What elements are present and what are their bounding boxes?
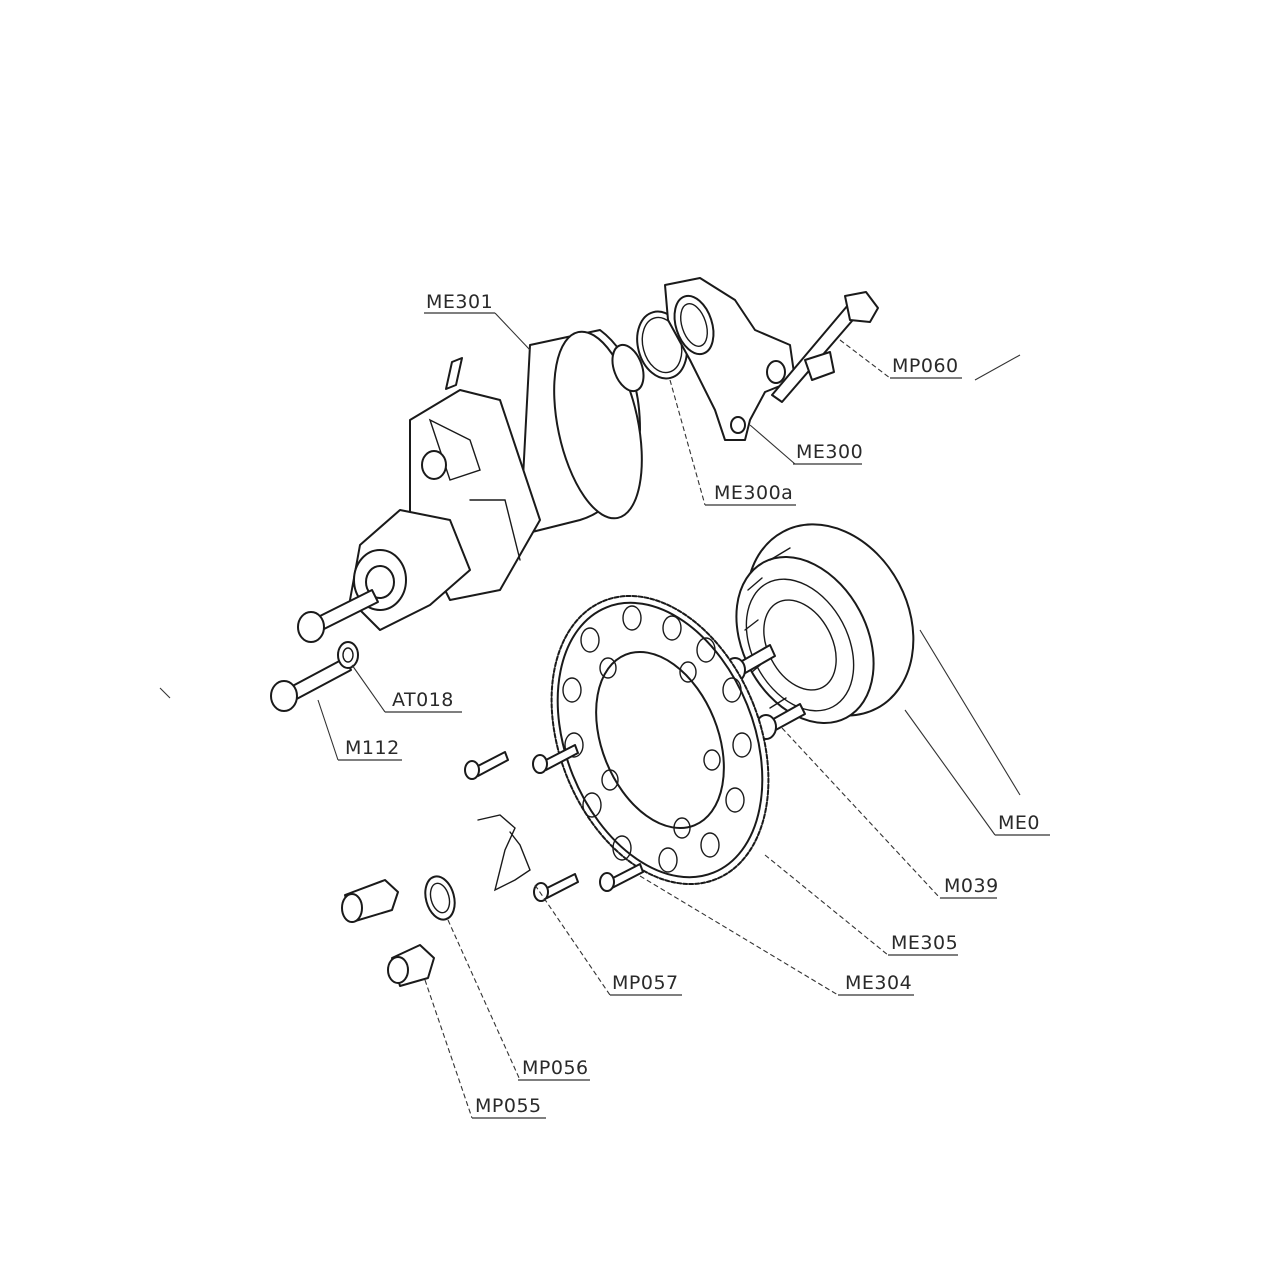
label-me300: ME300 [796, 441, 863, 463]
label-mp057: MP057 [612, 972, 679, 994]
label-m112: M112 [345, 737, 400, 759]
mounting-bracket-part [664, 277, 796, 441]
countersunk-screws-part [464, 744, 644, 902]
label-at018: AT018 [392, 689, 454, 711]
long-bolt-part [771, 291, 879, 403]
label-m039: M039 [944, 875, 999, 897]
freewheel-housing-part [735, 523, 915, 724]
wire-clip-part [477, 814, 531, 892]
label-me304: ME304 [845, 972, 912, 994]
label-mp055: MP055 [475, 1095, 542, 1117]
bolt-and-washer-part [270, 641, 359, 712]
starter-motor-part [297, 329, 645, 643]
label-mp060: MP060 [892, 355, 959, 377]
label-mp056: MP056 [522, 1057, 589, 1079]
label-me0: ME0 [998, 812, 1040, 834]
label-me300a: ME300a [714, 482, 793, 504]
label-me301: ME301 [426, 291, 493, 313]
ring-gear-part [550, 594, 770, 886]
terminal-parts [341, 875, 456, 987]
label-me305: ME305 [891, 932, 958, 954]
